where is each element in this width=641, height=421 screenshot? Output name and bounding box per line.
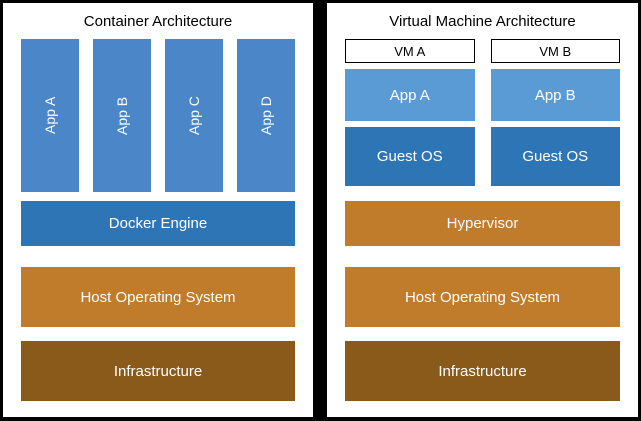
vm-b-header: VM B (490, 39, 620, 63)
vm-host-os-layer: Host Operating System (345, 267, 620, 327)
container-infrastructure-layer: Infrastructure (21, 341, 295, 401)
container-panel-title: Container Architecture (83, 13, 233, 30)
vm-b-guest-os: Guest OS (490, 127, 620, 186)
container-app-c: App C (165, 39, 223, 192)
vm-a-guest-os: Guest OS (345, 127, 475, 186)
vm-panel-title: Virtual Machine Architecture (389, 13, 576, 30)
vm-a-header: VM A (345, 39, 475, 63)
vm-infrastructure-layer: Infrastructure (345, 341, 620, 401)
container-app-a: App A (21, 39, 79, 192)
vm-a-app: App A (345, 69, 475, 121)
container-apps-row: App A App B App C App D (21, 39, 295, 192)
vms-row: VM A App A Guest OS VM B App B Guest OS (345, 39, 620, 188)
container-app-d: App D (237, 39, 295, 192)
container-architecture-panel: Container Architecture App A App B App C… (3, 3, 313, 417)
container-app-b: App B (93, 39, 151, 192)
vm-architecture-panel: Virtual Machine Architecture VM A App A … (327, 3, 638, 417)
vm-b-app: App B (490, 69, 620, 121)
container-host-os-layer: Host Operating System (21, 267, 295, 327)
hypervisor-layer: Hypervisor (345, 201, 620, 246)
vm-b-stack: VM B App B Guest OS (490, 39, 620, 188)
vm-a-stack: VM A App A Guest OS (345, 39, 475, 188)
docker-engine-layer: Docker Engine (21, 201, 295, 246)
